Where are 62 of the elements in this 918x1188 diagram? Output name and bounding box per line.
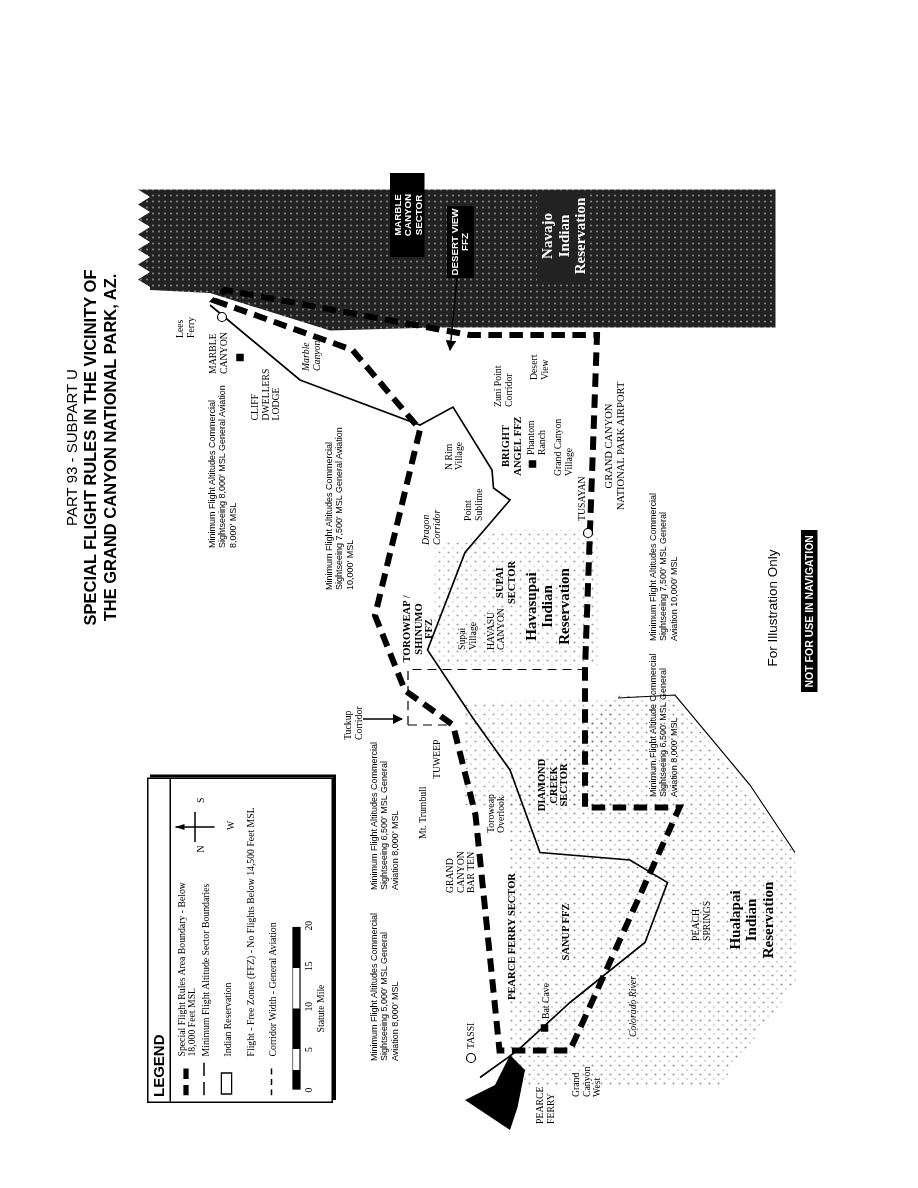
place-label: Point Sublime bbox=[462, 487, 483, 521]
place-label: TUWEEP bbox=[430, 740, 441, 779]
legend-heading: LEGEND bbox=[150, 1034, 167, 1097]
disclaimer-text: For Illustration Only bbox=[765, 548, 780, 669]
feature-label: Dragon Corridor bbox=[420, 508, 441, 545]
map-title: SPECIAL FLIGHT RULES IN THE VICINITY OF THE GRAND CANYON NATIONAL PARK, AZ. bbox=[81, 268, 119, 628]
corridor-label: Tuckup Corridor bbox=[342, 698, 363, 740]
altitude-note: Minimum Flight Altitudes Commercial Sightseeing 5,000' MSL General Aviation 8,000' MSL bbox=[369, 911, 400, 1061]
place-label: Desert View bbox=[528, 353, 549, 380]
place-label: TUSAYAN bbox=[576, 476, 587, 521]
altitude-note: Minimum Flight Altitudes Commercial Sightseeing 7,500' MSL General Aviation 10,000' MSL bbox=[648, 491, 679, 641]
scale-number: 5 bbox=[303, 1047, 314, 1052]
place-label: Grand Canyon Village bbox=[552, 417, 573, 476]
place-label: TASSI bbox=[465, 1021, 476, 1049]
place-label: Bat Cave bbox=[540, 982, 551, 1019]
legend-text: Flight - Free Zones (FFZ) - No Flights Below 14,500 Feet MSL bbox=[243, 807, 255, 1057]
reservation-label: Havasupai Indian Reservation bbox=[522, 567, 572, 647]
part-heading: PART 93 - SUBPART U bbox=[63, 368, 80, 528]
warning-banner: NOT FOR USE IN NAVIGATION bbox=[801, 530, 818, 692]
scale-number: 15 bbox=[303, 961, 314, 971]
sector-label: TOROWEAP / SHINUMO FFZ bbox=[402, 594, 436, 665]
airport-label: GRAND CANYON NATIONAL PARK AIRPORT bbox=[603, 380, 627, 513]
scale-caption: Statute Mile bbox=[315, 984, 326, 1033]
altitude-note: Minimum Flight Altitude Commercial Sightseeing 6,500' MSL General Aviation 8,000' MSL bbox=[648, 652, 679, 797]
sector-label: SANUP FFZ bbox=[561, 902, 573, 963]
place-label: Toroweap Overlook bbox=[484, 793, 506, 833]
place-label: Zuni Point Corridor bbox=[492, 364, 513, 407]
place-label: Phantom Ranch bbox=[525, 419, 546, 455]
sector-label: MARBLE CANYON SECTOR bbox=[390, 173, 425, 257]
compass-letter: W bbox=[225, 820, 236, 830]
leader-arrow bbox=[445, 277, 458, 352]
scale-number: 0 bbox=[303, 1087, 314, 1093]
place-label: GRAND CANYON BAR TEN bbox=[444, 850, 476, 893]
place-label: PEACH SPRINGS bbox=[690, 899, 711, 941]
place-label: PEARCE FERRY bbox=[534, 1085, 555, 1124]
place-label: Grand Canyon West bbox=[570, 1065, 602, 1097]
altitude-note: Minimum Flight Altitudes Commercial Sightseeing 6,500' MSL General Aviation 8,000' MSL bbox=[369, 740, 400, 890]
legend-text: Special Flight Rules Area Boundary - Below 18,000 Feet MSL bbox=[175, 881, 197, 1057]
reservation-label: Hualapai Indian Reservation bbox=[726, 880, 776, 961]
ffz-label: DESERT VIEW FFZ bbox=[447, 206, 474, 278]
legend-text: Indian Reservation bbox=[221, 982, 232, 1057]
scale-number: 20 bbox=[303, 920, 314, 931]
place-label: MARBLE CANYON bbox=[207, 331, 228, 374]
legend-text: Minimum Flight Altitude Sector Boundaries bbox=[198, 883, 210, 1057]
sector-label: SUPAI SECTOR bbox=[495, 560, 518, 606]
compass-letter: N bbox=[195, 845, 206, 853]
sector-label: PEARCE FERRY SECTOR bbox=[507, 872, 519, 1001]
feature-label: Colorado River bbox=[627, 975, 638, 1037]
altitude-note: Minimum Flight Altitudes Commercial Sightseeing 7,500' MSL General Aviation 10,000' MSL bbox=[324, 426, 355, 590]
place-label: Supai Village bbox=[456, 620, 477, 650]
place-label: N Rim Village bbox=[442, 440, 464, 470]
compass-letter: S bbox=[195, 797, 206, 803]
feature-label: Marble Canyon bbox=[300, 341, 321, 371]
sector-label: DIAMOND CREEK SECTOR bbox=[537, 757, 571, 814]
place-label: CLIFF DWELLERS LODGE bbox=[249, 367, 281, 421]
scale-number: 10 bbox=[303, 1001, 314, 1012]
leader-arrow bbox=[362, 713, 404, 725]
place-label: Lees Ferry bbox=[174, 315, 195, 338]
sector-label: BRIGHT ANGEL FFZ bbox=[501, 416, 524, 476]
legend-text: Corridor Width - General Aviation bbox=[266, 922, 277, 1057]
place-label: Mt. Trumbull bbox=[417, 785, 428, 839]
altitude-note: Minimum Flight Altitudes Commercial Sightseeing 8,000' MSL General Aviation 8,000' MSL bbox=[207, 384, 238, 548]
